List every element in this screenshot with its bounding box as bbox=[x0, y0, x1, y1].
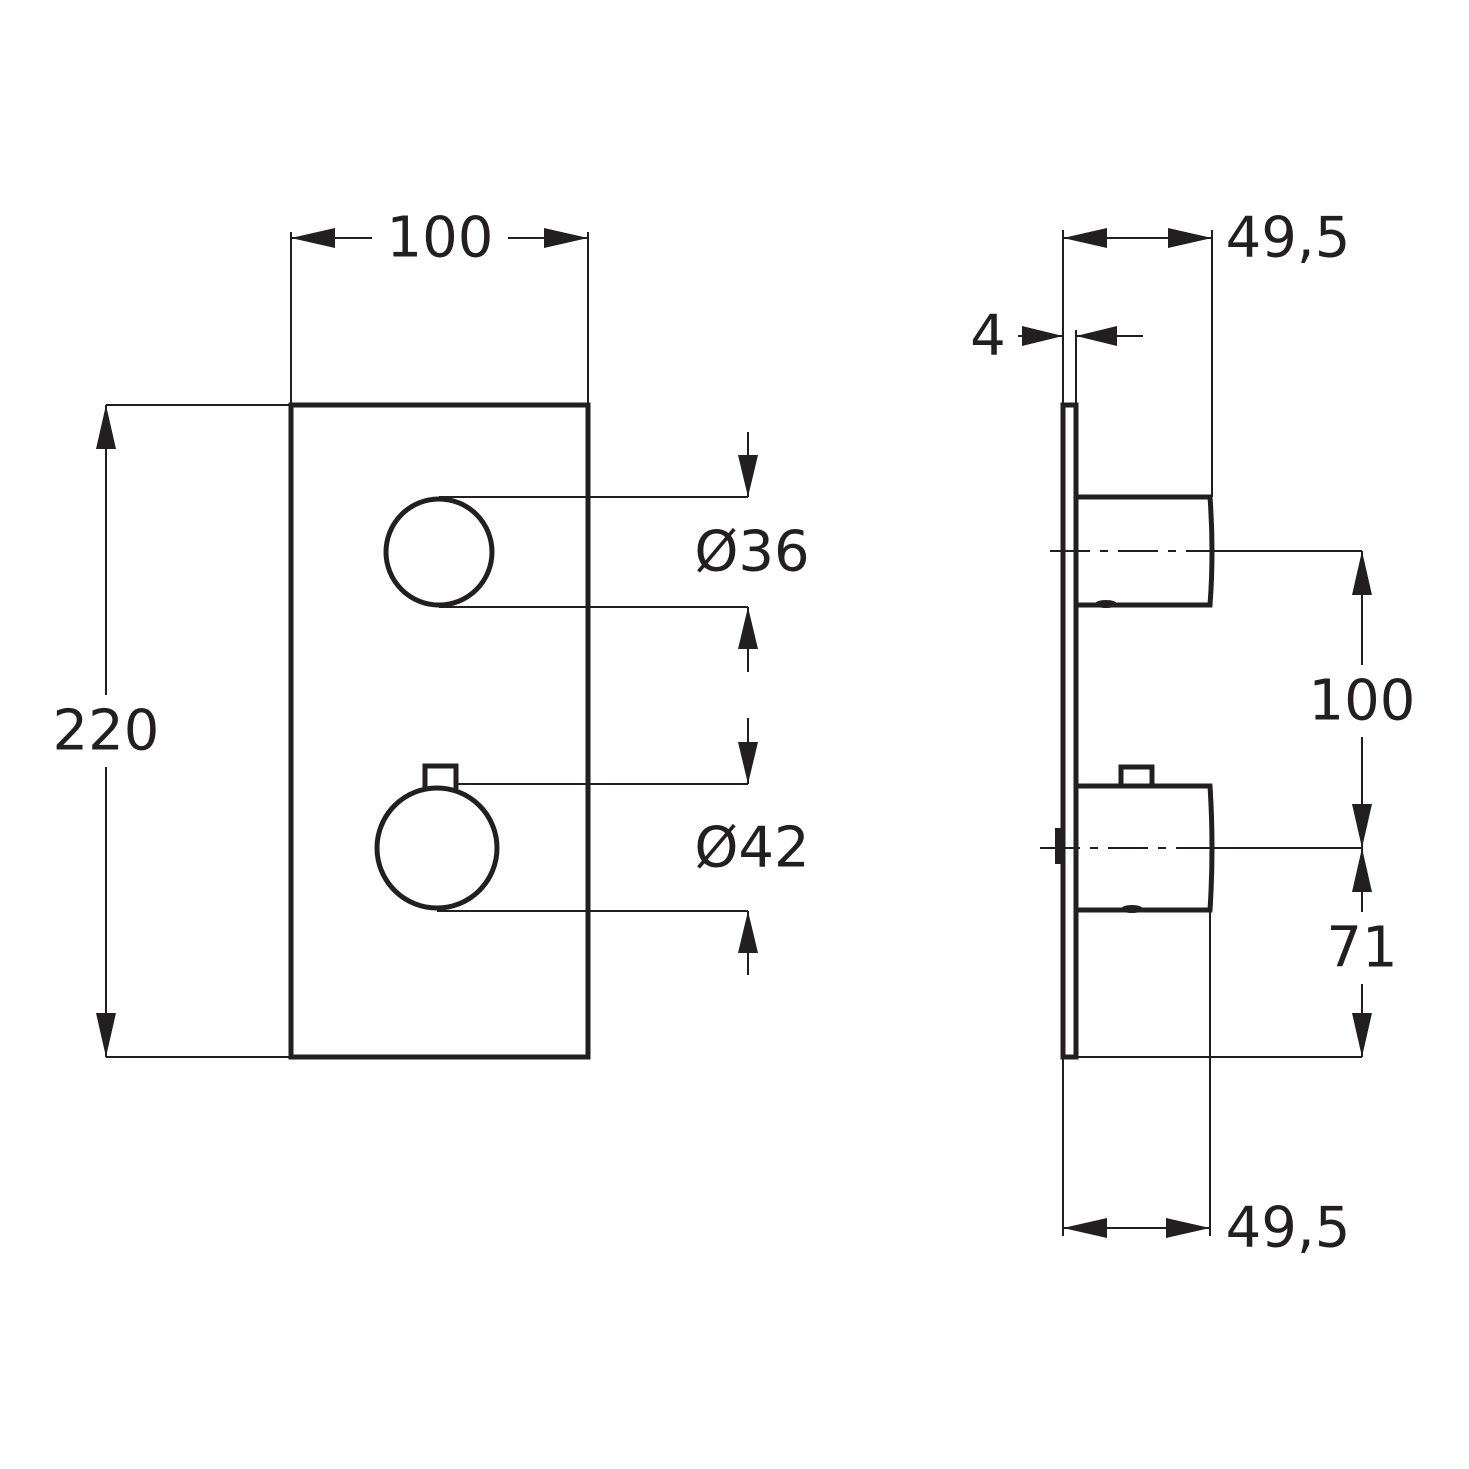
bottom-knob-tab bbox=[422, 763, 459, 789]
bottom-knob-front bbox=[374, 785, 500, 911]
top-depth-dimension: 49,5 bbox=[1062, 206, 1351, 497]
cover-plate-front bbox=[288, 402, 591, 1060]
bottom-offset-label: 71 bbox=[1326, 916, 1397, 981]
cover-plate-side bbox=[1060, 402, 1079, 1060]
top-depth-label: 49,5 bbox=[1226, 206, 1351, 271]
bottom-knob-diameter-dimension: Ø42 bbox=[437, 718, 810, 975]
knob-spacing-label: 100 bbox=[1309, 669, 1416, 734]
bottom-depth-label: 49,5 bbox=[1226, 1196, 1351, 1261]
front-view: 100 220 Ø36 bbox=[50, 200, 810, 1060]
height-dimension: 220 bbox=[50, 404, 291, 1058]
side-view: 49,5 4 100 71 bbox=[970, 206, 1419, 1261]
top-knob-diameter-dimension: Ø36 bbox=[439, 432, 810, 672]
bottom-knob-diameter-label: Ø42 bbox=[694, 816, 809, 881]
height-label: 220 bbox=[53, 699, 160, 764]
width-dimension: 100 bbox=[290, 200, 589, 405]
top-knob-front bbox=[383, 496, 495, 608]
plate-thickness-dimension: 4 bbox=[970, 304, 1143, 405]
bottom-depth-dimension: 49,5 bbox=[1062, 911, 1351, 1261]
plate-thickness-label: 4 bbox=[970, 304, 1006, 369]
bottom-knob-tab-side bbox=[1118, 764, 1155, 786]
vertical-dimensions: 100 71 bbox=[1076, 550, 1419, 1058]
width-label: 100 bbox=[387, 206, 494, 271]
top-knob-diameter-label: Ø36 bbox=[694, 520, 809, 585]
